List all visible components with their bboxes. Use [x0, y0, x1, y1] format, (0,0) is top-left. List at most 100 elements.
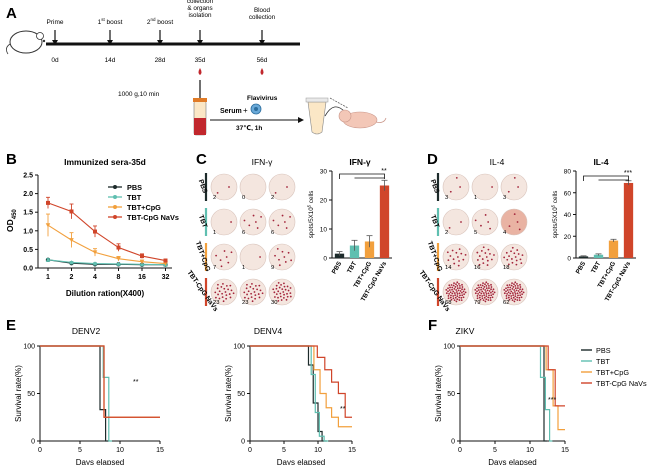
svg-text:OD450: OD450 [5, 209, 18, 232]
y-tick-label: 60 [564, 190, 572, 197]
y-tick-label: 0 [241, 439, 245, 446]
event-label-main: 1 [98, 19, 102, 26]
spot [505, 287, 507, 290]
spot [478, 263, 481, 266]
event-label-main: Prime [47, 19, 64, 26]
spot [520, 262, 523, 265]
spot [247, 290, 250, 293]
spot [453, 292, 456, 294]
data-point [69, 260, 74, 265]
row-label: PBS [429, 179, 441, 195]
elispot-well [239, 243, 267, 271]
spot [276, 248, 279, 250]
spot [510, 295, 513, 297]
spot [520, 290, 523, 293]
spot [278, 264, 281, 267]
panel-letter-d: D [427, 151, 438, 168]
spot-count: 2 [213, 195, 216, 201]
spot [464, 291, 467, 294]
y-label-main: OD [5, 219, 15, 232]
spot [243, 296, 246, 299]
spot [251, 282, 253, 285]
spot [281, 250, 284, 253]
spot [474, 219, 477, 222]
arrowhead-icon [197, 40, 203, 45]
elispot-title: IL-4 [490, 157, 505, 167]
x-tick-label: TBT [346, 260, 358, 274]
y-tick-label: 50 [447, 391, 455, 398]
row-label: TBT [197, 214, 208, 230]
elispot-well [471, 208, 499, 236]
spot [452, 297, 455, 300]
spot [511, 287, 514, 290]
spot [277, 281, 280, 284]
survival-curve [460, 345, 553, 442]
spot [513, 213, 516, 216]
timeline-day: 56d [257, 57, 268, 64]
spot [493, 291, 496, 294]
spot [487, 221, 490, 223]
spot-count: 62 [503, 300, 509, 306]
row-label: PBS [197, 179, 209, 195]
panel-letter-c: C [196, 151, 207, 168]
spot [512, 296, 515, 299]
spot [514, 281, 517, 284]
spot [218, 297, 221, 300]
spot [491, 186, 493, 188]
panel-letter-f: F [428, 317, 437, 334]
spot [490, 294, 493, 297]
spot [462, 290, 465, 293]
spot [251, 300, 254, 303]
spot [483, 286, 486, 288]
spot [505, 290, 507, 293]
significance-bracket [583, 175, 629, 181]
spot-count: 30 [271, 300, 277, 306]
spot [487, 292, 490, 295]
x-tick-label: 16 [138, 274, 146, 281]
spot [261, 292, 264, 295]
y-tick-label: 0 [31, 439, 35, 446]
spot [256, 288, 259, 291]
arrowhead-icon [157, 40, 163, 45]
legend-label: TBT-CpG NaVs [596, 379, 647, 388]
spot [484, 214, 487, 216]
spot [283, 282, 285, 285]
spot [284, 261, 287, 263]
spot [479, 284, 482, 286]
spot [249, 286, 252, 288]
spot [505, 297, 508, 300]
legend-marker [113, 205, 117, 209]
spot [507, 296, 510, 299]
spot [274, 191, 277, 194]
spot [277, 290, 280, 293]
spot [476, 259, 479, 261]
spot [227, 261, 230, 264]
spot [484, 283, 486, 286]
spot [445, 288, 448, 291]
spot [516, 296, 519, 299]
spot [217, 283, 219, 286]
spot [517, 287, 519, 289]
survival-curve [40, 345, 160, 418]
spot [448, 289, 451, 291]
spot [225, 256, 228, 258]
spot [519, 294, 522, 297]
spot [479, 294, 481, 297]
spot-count: 6 [242, 230, 245, 236]
spot-count: 2 [445, 230, 448, 236]
spot [286, 295, 289, 298]
spot [476, 290, 478, 293]
spot [514, 256, 517, 258]
spot-count: 1 [242, 265, 245, 271]
spot [485, 298, 488, 301]
spot [461, 288, 463, 291]
spot [516, 283, 518, 285]
significance-mark: ** [340, 406, 346, 413]
event-label-main: 2 [147, 19, 151, 26]
spot [476, 297, 479, 300]
spot [453, 282, 455, 285]
data-point [92, 250, 98, 255]
